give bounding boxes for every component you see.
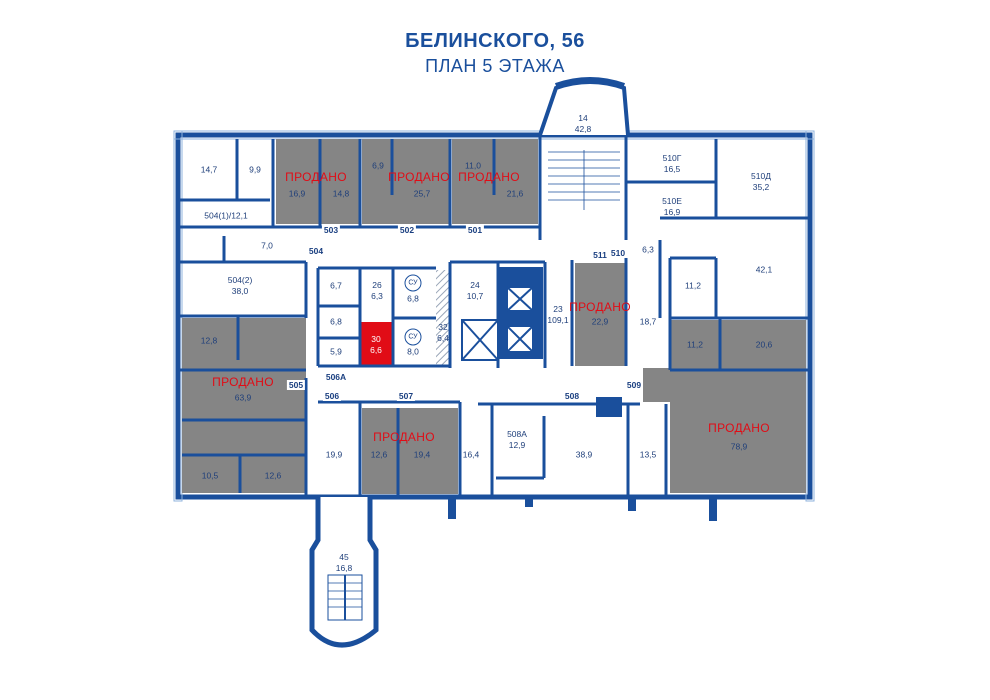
- sold-label: ПРОДАНО: [285, 170, 347, 184]
- room-label[interactable]: 10,5: [201, 470, 219, 481]
- room-label[interactable]: 6,9: [372, 160, 384, 171]
- sold-area-505: [182, 318, 306, 493]
- bottom-stair: [309, 497, 379, 648]
- room-label[interactable]: 11,0: [465, 160, 481, 171]
- sold-area-511: [575, 263, 625, 366]
- room-label[interactable]: 38,9: [575, 449, 593, 460]
- selected-unit-30[interactable]: [360, 322, 393, 366]
- unit-number: 507: [396, 391, 416, 401]
- elevator-block: [461, 267, 543, 361]
- room-label[interactable]: 12,6: [370, 449, 388, 460]
- room-label[interactable]: 5,9: [330, 346, 342, 357]
- unit-number: 506: [322, 391, 342, 401]
- room-label: 8,0: [407, 346, 419, 357]
- room-label: 7,0: [261, 240, 273, 251]
- room-label[interactable]: 13,5: [639, 449, 657, 460]
- room-label[interactable]: 6,8: [330, 316, 342, 327]
- room-label[interactable]: 6,7: [330, 280, 342, 291]
- room-label[interactable]: 22,9: [591, 316, 609, 327]
- room-label: 14,7: [200, 164, 218, 175]
- room-label[interactable]: 21,6: [506, 188, 524, 199]
- room-label: 9,9: [249, 164, 261, 175]
- unit-number: 508: [562, 391, 582, 401]
- room-label: 6,3: [642, 244, 654, 255]
- unit-number: 504: [306, 246, 326, 256]
- structural-block: [596, 397, 622, 417]
- unit-number: 502: [397, 225, 417, 235]
- room-label: 6,8: [407, 293, 419, 304]
- window-strip-right: [805, 130, 815, 502]
- unit-number: 501: [465, 225, 485, 235]
- column-3: [628, 495, 636, 511]
- sold-label: ПРОДАНО: [458, 170, 520, 184]
- unit-number: 510: [608, 248, 628, 258]
- room-label[interactable]: 11,2: [687, 339, 703, 350]
- room-label[interactable]: 19,4: [413, 449, 431, 460]
- room-label[interactable]: 25,7: [413, 188, 431, 199]
- column-1: [448, 495, 456, 519]
- unit-number: 509: [624, 380, 644, 390]
- room-label[interactable]: 16,4: [462, 449, 480, 460]
- room-label[interactable]: 42,1: [755, 264, 773, 275]
- room-label[interactable]: 12,8: [200, 335, 218, 346]
- column-4: [709, 495, 717, 521]
- room-label[interactable]: 504(2)38,0: [227, 275, 253, 296]
- unit-number: 506А: [323, 372, 349, 382]
- unit-number: 511: [591, 250, 609, 260]
- sold-label: ПРОДАНО: [708, 421, 770, 435]
- column-2: [525, 495, 533, 507]
- room-label[interactable]: 78,9: [730, 441, 748, 452]
- floor-plan-title: ПЛАН 5 ЭТАЖА: [425, 56, 565, 76]
- room-label: 504(1)/12,1: [204, 210, 248, 221]
- sold-area-502: [362, 139, 450, 224]
- sold-label: ПРОДАНО: [373, 430, 435, 444]
- bathroom-icon: СУ: [404, 274, 422, 292]
- sold-area-507: [362, 408, 458, 494]
- room-label[interactable]: 18,7: [639, 316, 657, 327]
- bathroom-icon: СУ: [404, 328, 422, 346]
- building-address: БЕЛИНСКОГО, 56: [405, 30, 585, 52]
- unit-number: 503: [321, 225, 341, 235]
- sold-label: ПРОДАНО: [212, 375, 274, 389]
- sold-area-503: [276, 139, 360, 224]
- room-label[interactable]: 11,2: [685, 280, 701, 291]
- top-stair: [538, 77, 630, 210]
- room-label[interactable]: 20,6: [755, 339, 773, 350]
- sold-label: ПРОДАНО: [388, 170, 450, 184]
- unit-number: 505: [286, 380, 306, 390]
- room-label[interactable]: 14,8: [332, 188, 350, 199]
- interior-walls: [178, 135, 810, 497]
- sold-areas: [182, 139, 806, 494]
- room-label[interactable]: 19,9: [325, 449, 343, 460]
- room-label[interactable]: 12,6: [264, 470, 282, 481]
- room-label[interactable]: 16,9: [288, 188, 306, 199]
- hatched-shaft: [436, 270, 450, 366]
- sold-area-509: [670, 320, 806, 493]
- sold-label: ПРОДАНО: [569, 300, 631, 314]
- sold-area-509-corner: [643, 368, 673, 402]
- room-label[interactable]: 63,9: [234, 392, 252, 403]
